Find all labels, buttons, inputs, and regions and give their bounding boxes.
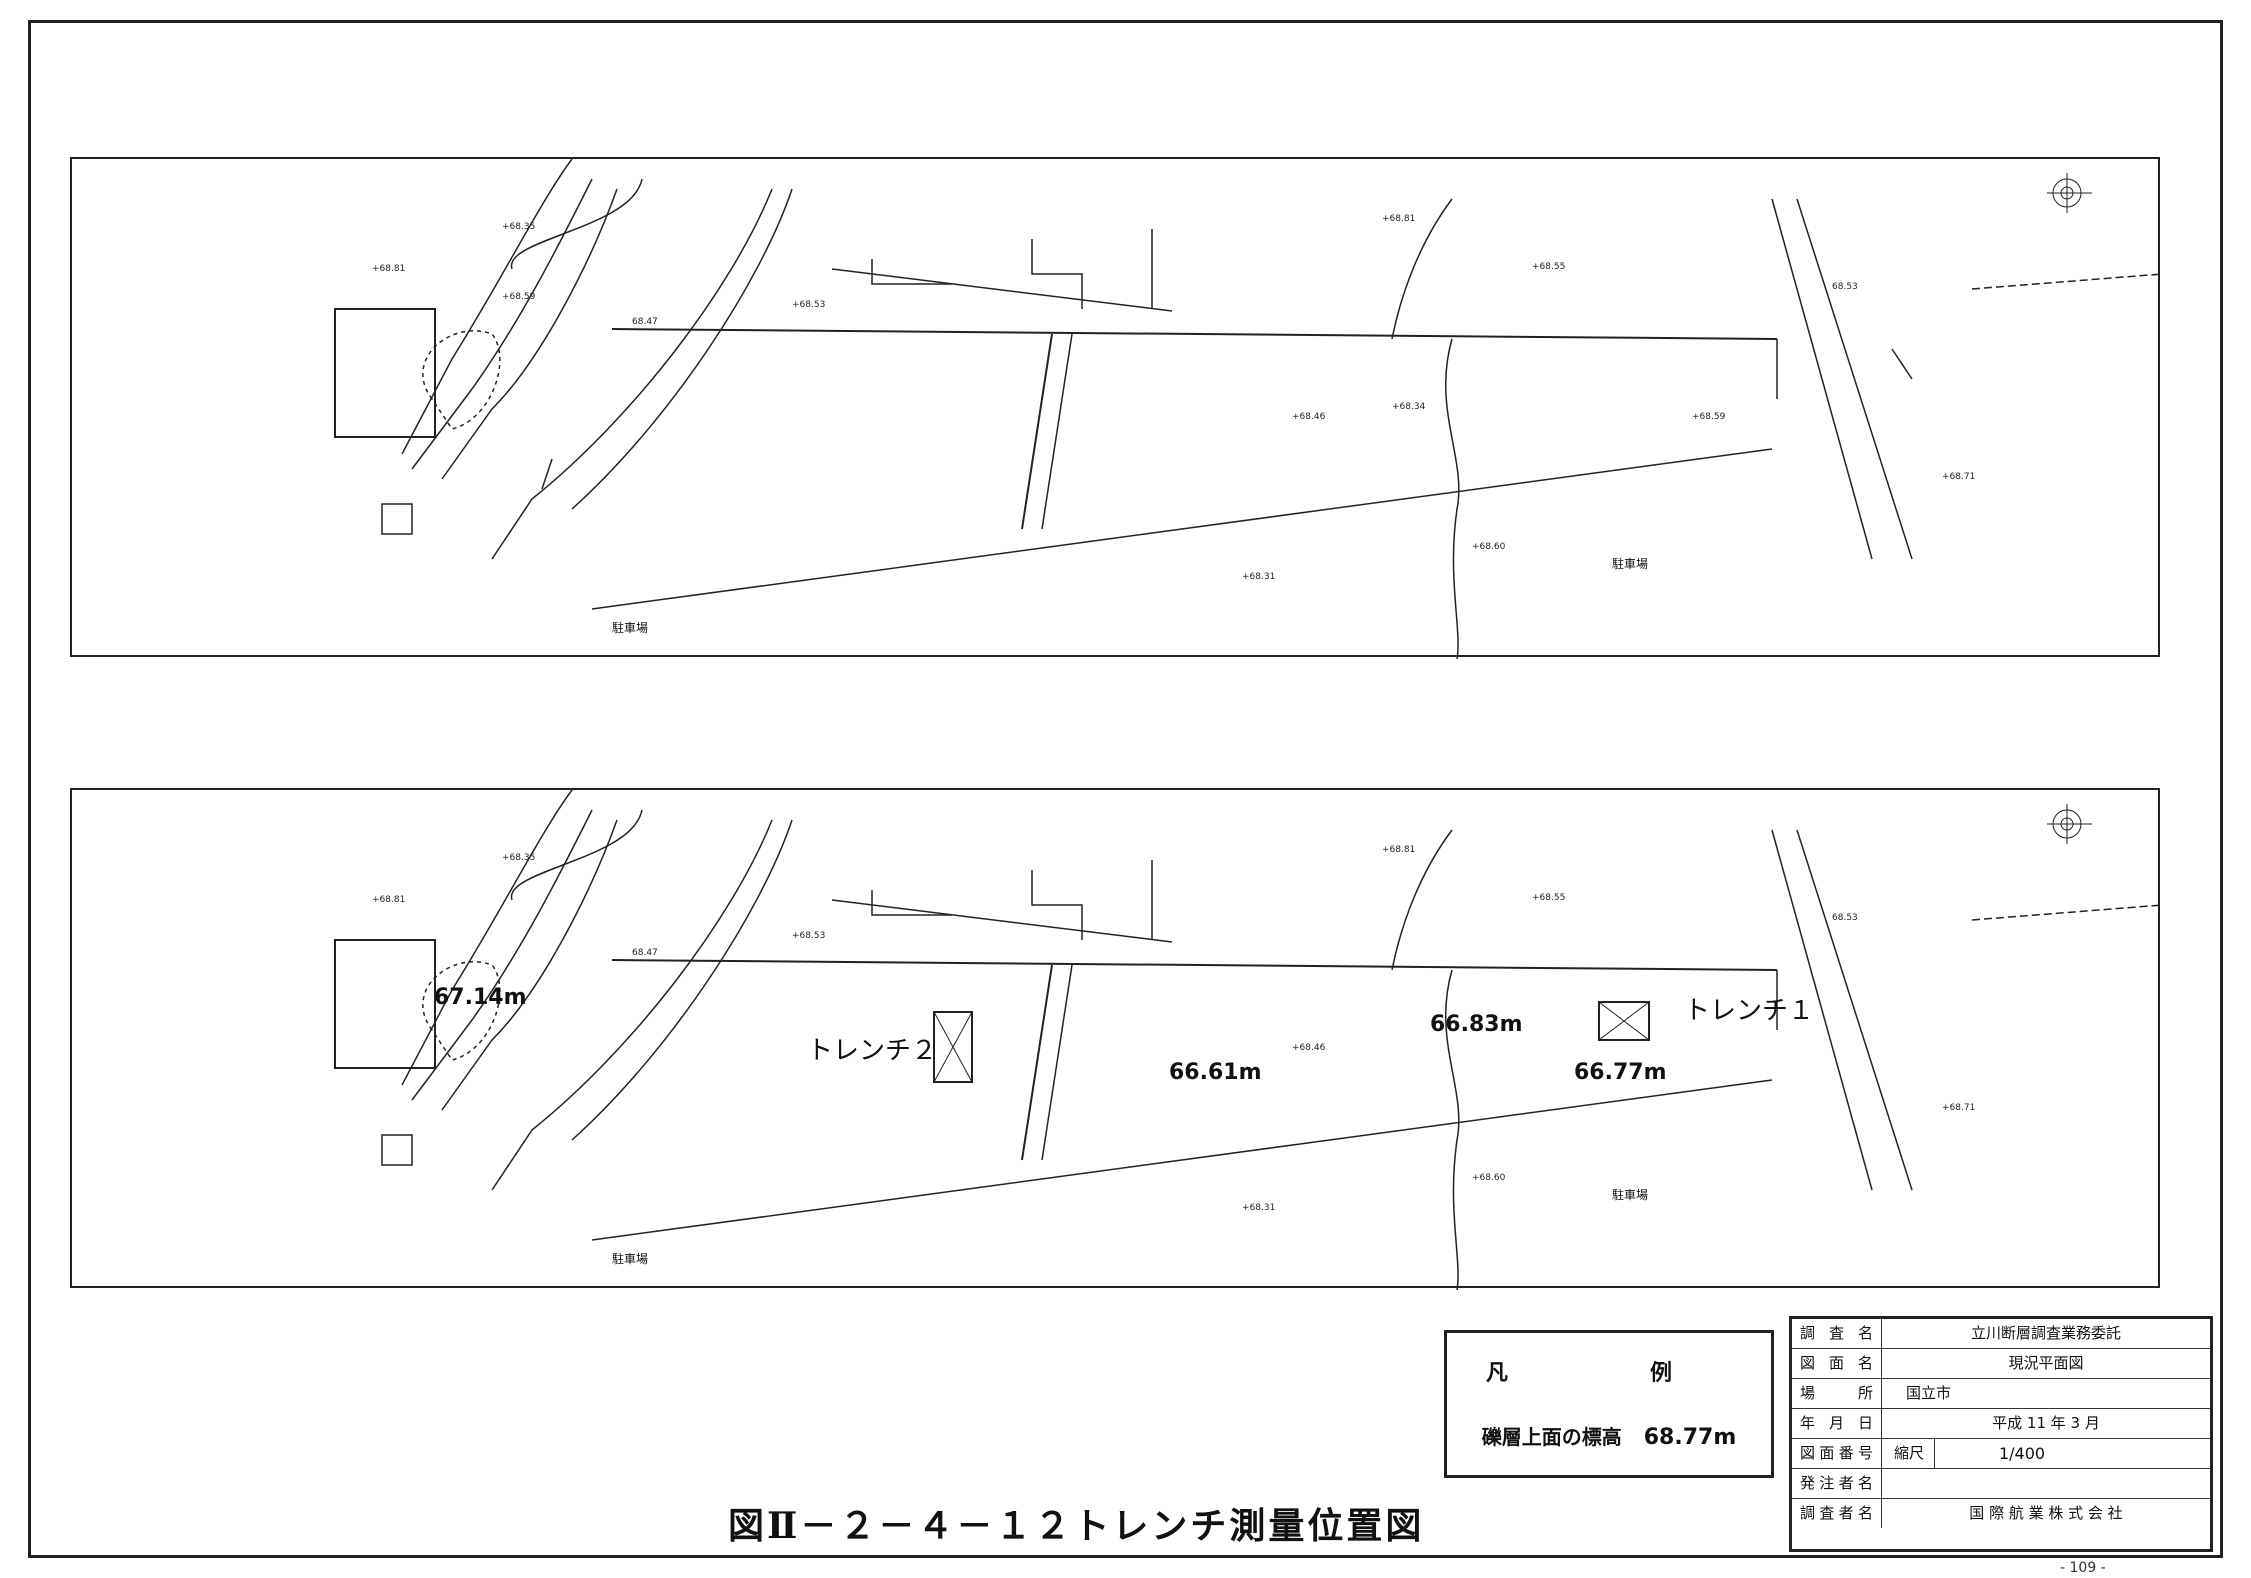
svg-text:+68.81: +68.81 bbox=[372, 264, 405, 274]
lower-map-panel: +68.35 +68.81 68.47 +68.53 +68.81 +68.55 68… bbox=[70, 788, 2162, 1290]
scale-key: 縮尺 bbox=[1884, 1439, 1935, 1468]
title-row-number: 図面番号 縮尺 1/400 bbox=[1792, 1439, 2210, 1469]
trench-2-label: トレンチ２ bbox=[807, 1036, 938, 1066]
legend-item: 礫層上面の標高 68.77m bbox=[1447, 1421, 1771, 1450]
trench-1-label: トレンチ１ bbox=[1684, 996, 1815, 1026]
elevation-label-2: 66.61m bbox=[1169, 1060, 1262, 1085]
legend-box: 凡 例 礫層上面の標高 68.77m bbox=[1444, 1330, 1774, 1478]
svg-text:+68.55: +68.55 bbox=[1532, 262, 1565, 272]
title-value: 国 際 航 業 株 式 会 社 bbox=[1969, 1504, 2123, 1522]
svg-text:+68.34: +68.34 bbox=[1392, 402, 1426, 412]
figure-caption: 図Ⅱ－２－４－１２トレンチ測量位置図 bbox=[728, 1505, 1425, 1547]
title-key: 調査名 bbox=[1792, 1319, 1882, 1348]
upper-map-drawing: +68.35 +68.81 +68.59 68.47 +68.53 +68.81 +6… bbox=[334, 159, 2162, 659]
parking-label-2: 駐車場 bbox=[612, 621, 649, 635]
svg-text:+68.35: +68.35 bbox=[502, 853, 535, 863]
svg-text:+68.81: +68.81 bbox=[1382, 845, 1415, 855]
title-value: 現況平面図 bbox=[2008, 1354, 2084, 1372]
svg-text:+68.35: +68.35 bbox=[502, 222, 535, 232]
svg-text:+68.81: +68.81 bbox=[372, 895, 405, 905]
svg-text:68.47: 68.47 bbox=[632, 317, 658, 327]
elevation-label-4: 66.77m bbox=[1574, 1060, 1667, 1085]
svg-text:68.53: 68.53 bbox=[1832, 282, 1858, 292]
svg-text:+68.46: +68.46 bbox=[1292, 412, 1326, 422]
title-key: 場所 bbox=[1792, 1379, 1882, 1408]
title-row-date: 年月日 平成 11 年 3 月 bbox=[1792, 1409, 2210, 1439]
svg-text:+68.71: +68.71 bbox=[1942, 1103, 1975, 1113]
page-number: - 109 - bbox=[2060, 1560, 2106, 1576]
sheet-border bbox=[28, 20, 2223, 1558]
title-key: 年月日 bbox=[1792, 1409, 1882, 1438]
title-row-drawing: 図面名 現況平面図 bbox=[1792, 1349, 2210, 1379]
legend-item-label: 礫層上面の標高 bbox=[1481, 1425, 1622, 1449]
title-key: 図面名 bbox=[1792, 1349, 1882, 1378]
svg-text:+68.31: +68.31 bbox=[1242, 1203, 1275, 1213]
svg-text:+68.81: +68.81 bbox=[1382, 214, 1415, 224]
svg-text:68.53: 68.53 bbox=[1832, 913, 1858, 923]
title-row-survey: 調査名 立川断層調査業務委託 bbox=[1792, 1319, 2210, 1349]
title-key: 発注者名 bbox=[1792, 1469, 1882, 1498]
title-value: 国立市 bbox=[1906, 1384, 1952, 1402]
elevation-label-1: 67.14m bbox=[434, 985, 527, 1010]
svg-text:+68.55: +68.55 bbox=[1532, 893, 1565, 903]
svg-text:+68.53: +68.53 bbox=[792, 931, 825, 941]
title-block: 調査名 立川断層調査業務委託 図面名 現況平面図 場所 国立市 年月日 平成 1… bbox=[1789, 1316, 2213, 1552]
title-row-client: 発注者名 bbox=[1792, 1469, 2210, 1499]
title-key: 図面番号 bbox=[1792, 1439, 1882, 1468]
svg-text:+68.59: +68.59 bbox=[502, 292, 536, 302]
svg-text:+68.60: +68.60 bbox=[1472, 1173, 1506, 1183]
title-value bbox=[1882, 1469, 2210, 1498]
legend-item-value: 68.77m bbox=[1643, 1425, 1737, 1450]
lower-map-drawing: +68.35 +68.81 68.47 +68.53 +68.81 +68.55 68… bbox=[334, 790, 2162, 1290]
svg-text:+68.71: +68.71 bbox=[1942, 472, 1975, 482]
parking-label-4: 駐車場 bbox=[612, 1252, 649, 1266]
svg-text:+68.59: +68.59 bbox=[1692, 412, 1726, 422]
svg-text:+68.31: +68.31 bbox=[1242, 572, 1275, 582]
svg-text:+68.60: +68.60 bbox=[1472, 542, 1506, 552]
upper-map-panel: +68.35 +68.81 +68.59 68.47 +68.53 +68.81 +6… bbox=[70, 157, 2162, 659]
legend-title: 凡 例 bbox=[1485, 1361, 1732, 1386]
svg-text:+68.53: +68.53 bbox=[792, 300, 825, 310]
parking-label-3: 駐車場 bbox=[1612, 1188, 1649, 1202]
svg-text:68.47: 68.47 bbox=[632, 948, 658, 958]
title-row-surveyor: 調査者名 国 際 航 業 株 式 会 社 bbox=[1792, 1499, 2210, 1528]
scale-value: 1/400 bbox=[1998, 1444, 2046, 1463]
svg-text:+68.46: +68.46 bbox=[1292, 1043, 1326, 1053]
title-value: 平成 11 年 3 月 bbox=[1992, 1414, 2100, 1432]
title-row-place: 場所 国立市 bbox=[1792, 1379, 2210, 1409]
title-key: 調査者名 bbox=[1792, 1499, 1882, 1528]
title-value: 立川断層調査業務委託 bbox=[1970, 1324, 2121, 1342]
elevation-label-3: 66.83m bbox=[1430, 1012, 1523, 1037]
parking-label-1: 駐車場 bbox=[1612, 557, 1649, 571]
